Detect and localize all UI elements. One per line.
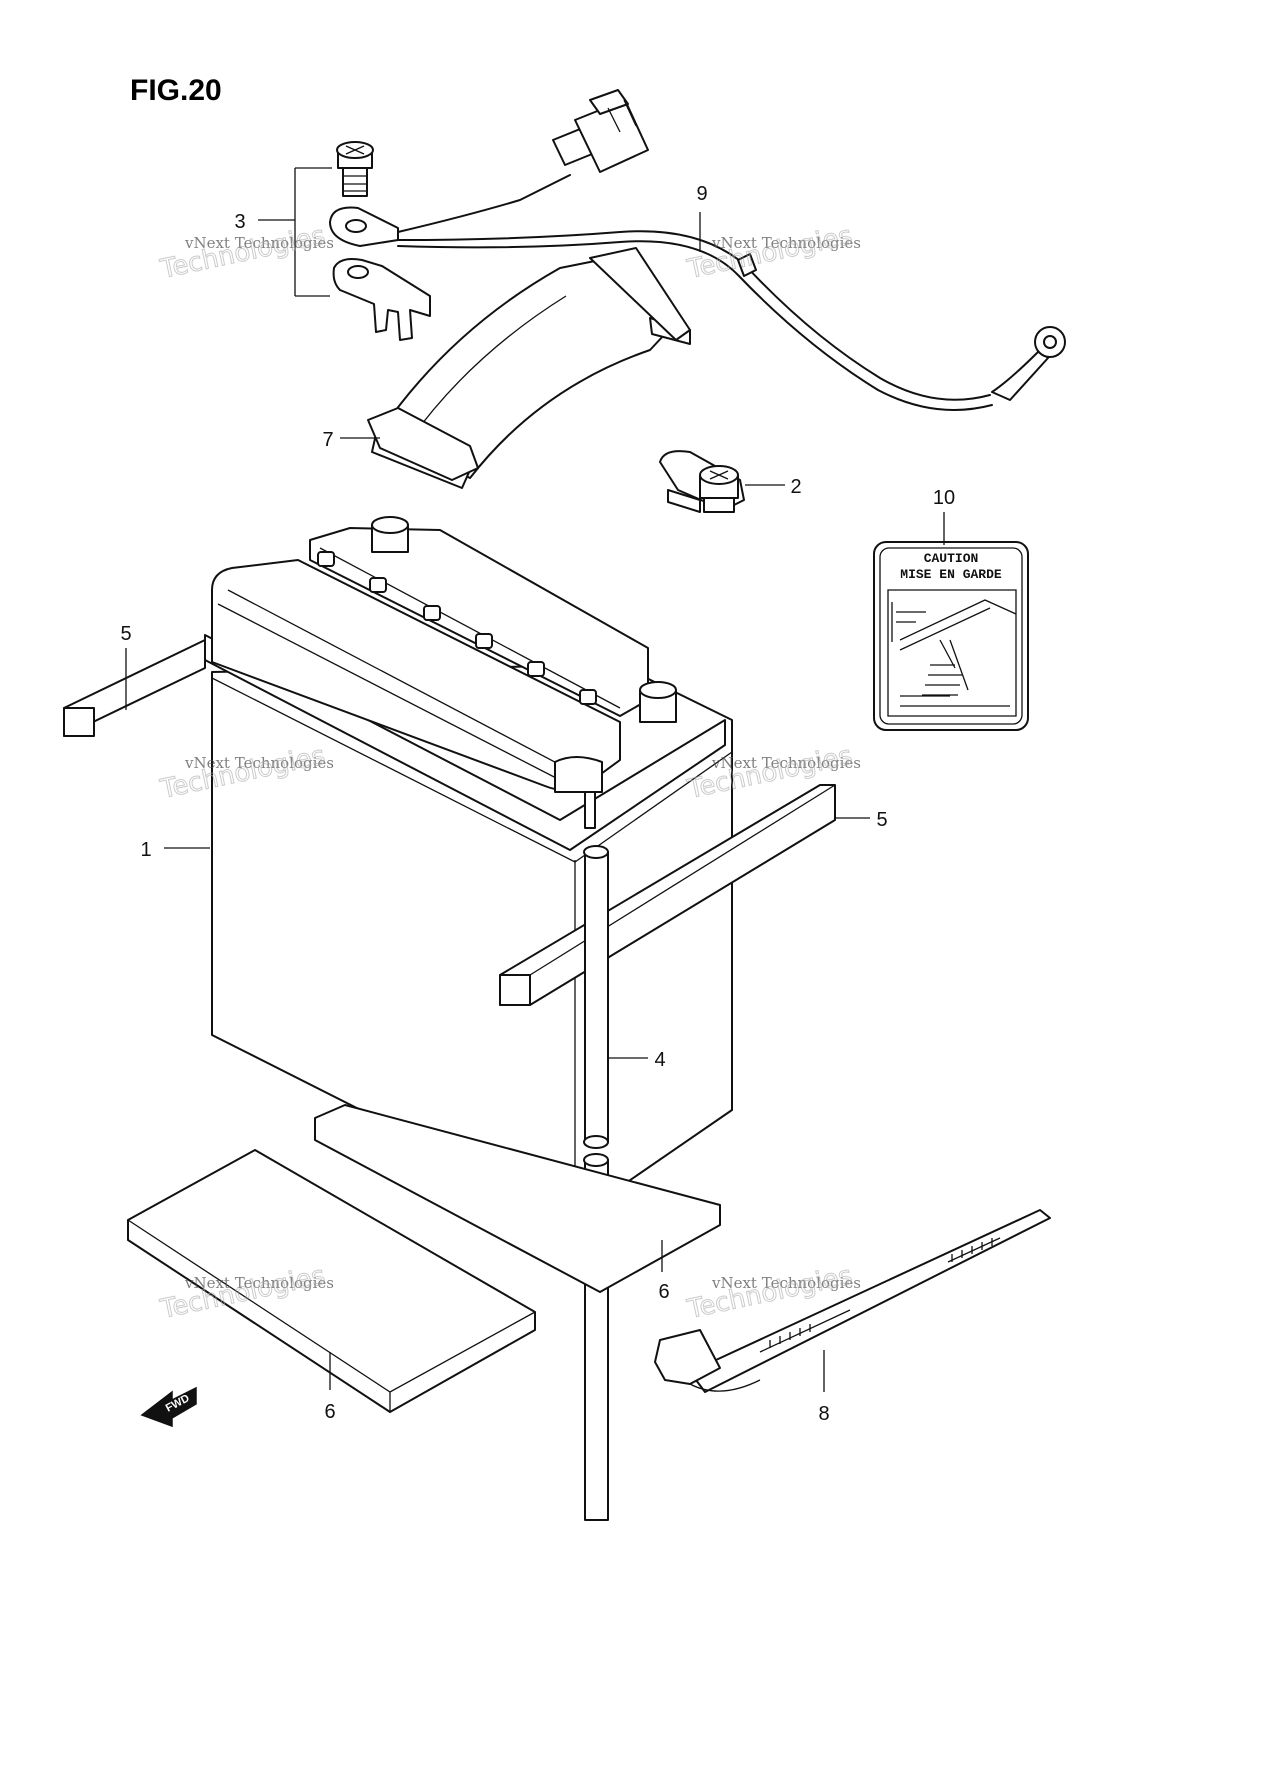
battery-pad-part-6-lower (127, 1149, 536, 1413)
battery-vent-caps (317, 551, 597, 705)
callout-4: 4 (654, 1049, 665, 1071)
callout-6-upper: 6 (658, 1281, 669, 1303)
callout-9: 9 (696, 183, 707, 205)
callout-3: 3 (234, 211, 245, 233)
battery-pad-part-6-upper (314, 1104, 721, 1293)
cushion-part-5-right (499, 784, 836, 1006)
leader-lines (125, 167, 945, 1392)
watermark-group-2: vNext Technologies Technologies (684, 220, 861, 285)
terminal-bolt-part-2 (659, 450, 745, 513)
watermark-text: vNext Technologies (184, 234, 334, 252)
watermark-text: vNext Technologies (711, 754, 861, 772)
figure-title: FIG.20 (130, 74, 222, 107)
callout-2: 2 (790, 476, 801, 498)
callout-labels: 1 2 3 4 5 5 6 6 7 8 9 10 (120, 183, 955, 1425)
caution-label-line2: MISE EN GARDE (900, 567, 1002, 582)
callout-1: 1 (140, 839, 151, 861)
battery-band-part-7 (367, 247, 691, 489)
callout-10: 10 (933, 487, 955, 509)
callout-7: 7 (322, 429, 333, 451)
callout-5-right: 5 (876, 809, 887, 831)
watermark-text: vNext Technologies (184, 754, 334, 772)
watermark-logo: Technologies (684, 221, 855, 285)
battery-part-1 (204, 516, 733, 1219)
callout-6-lower: 6 (324, 1401, 335, 1423)
watermark-group-1: vNext Technologies Technologies (157, 220, 334, 285)
forward-direction-arrow: FWD (140, 1386, 197, 1428)
caution-label-part-10: CAUTION MISE EN GARDE (873, 541, 1029, 731)
watermark-text: vNext Technologies (711, 234, 861, 252)
cable-tie-part-8 (654, 1209, 1051, 1393)
watermark-text: vNext Technologies (711, 1274, 861, 1292)
cushion-part-5-left (63, 639, 206, 737)
callout-8: 8 (818, 1403, 829, 1425)
lead-wire-part-9 (397, 89, 1066, 411)
callout-5-left: 5 (120, 623, 131, 645)
terminal-bolt-part-3 (329, 141, 431, 341)
watermark-text: vNext Technologies (184, 1274, 334, 1292)
caution-label-line1: CAUTION (924, 551, 979, 566)
